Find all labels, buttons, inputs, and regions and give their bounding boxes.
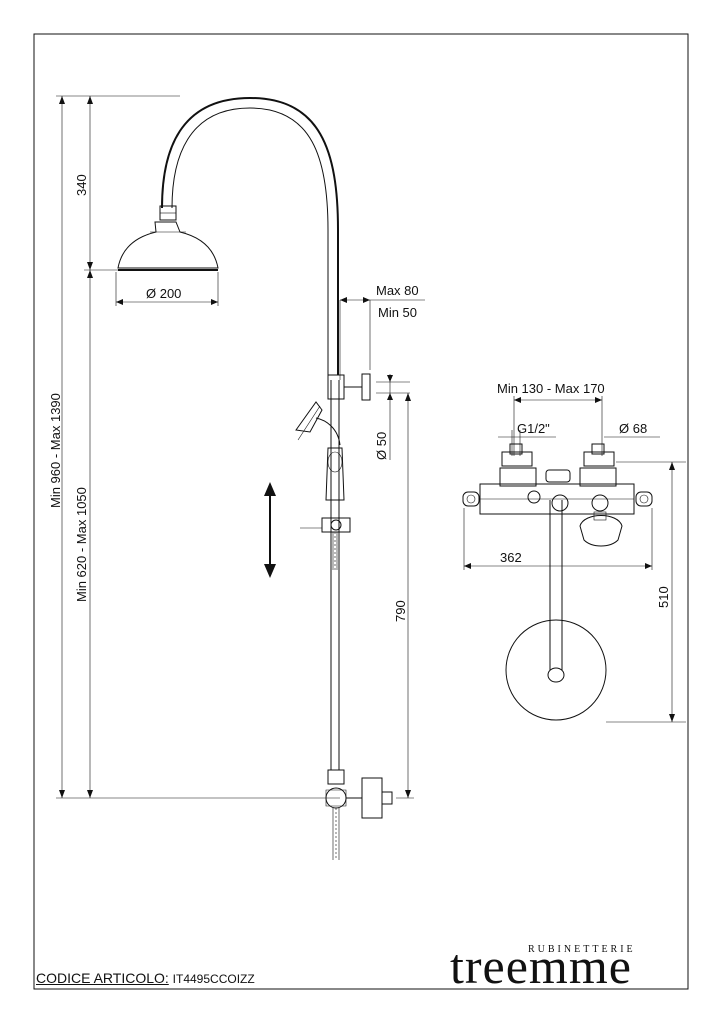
plan-view	[462, 396, 686, 723]
dim-outlet-diameter: Ø 68	[619, 421, 647, 436]
side-elevation	[56, 95, 425, 860]
dim-head-height: Min 620 - Max 1050	[74, 487, 89, 602]
dim-340: 340	[74, 174, 89, 196]
dim-connection: G1/2"	[517, 421, 550, 436]
article-code-line: CODICE ARTICOLO: IT4495CCOIZZ	[36, 970, 255, 986]
drawing-frame	[33, 33, 689, 990]
article-label: CODICE ARTICOLO:	[36, 970, 169, 986]
dim-centers: Min 130 - Max 170	[497, 381, 605, 396]
dim-slide-height: 790	[393, 600, 408, 622]
dim-max-offset: Max 80	[376, 283, 419, 298]
dim-total-height: Min 960 - Max 1390	[48, 393, 63, 508]
article-code: IT4495CCOIZZ	[172, 972, 255, 986]
dim-plan-height: 510	[656, 586, 671, 608]
dim-min-offset: Min 50	[378, 305, 417, 320]
dim-head-diameter: Ø 200	[146, 286, 181, 301]
brand-logo: treemme	[450, 938, 632, 994]
dim-mixer-width: 362	[500, 550, 522, 565]
brand-subtitle: RUBINETTERIE	[528, 944, 636, 955]
dim-handshower-diameter: Ø 50	[374, 432, 389, 460]
